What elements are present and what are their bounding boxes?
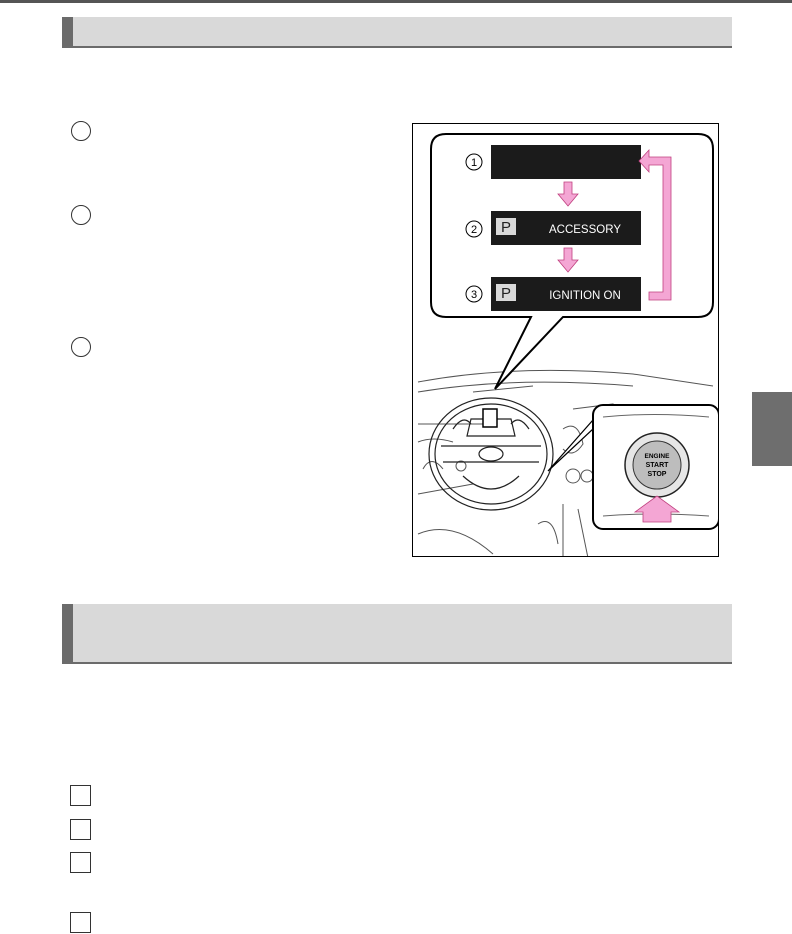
shift-p-box [496,284,516,301]
step-circle-1 [71,121,91,141]
shift-p-box [496,218,516,235]
callout-number-1-text: 1 [471,157,477,169]
steering-wheel [428,397,554,511]
down-arrow-icon [557,247,579,273]
callout-number-3 [465,285,483,303]
power-switch-figure: 1 2 P ACCESSORY 3 P IGNITION ON ENGINE [412,123,719,557]
button-text-stop: STOP [648,471,667,478]
callout-number-2 [465,220,483,238]
check-box-1 [70,785,91,806]
ignition-on-label: IGNITION ON [549,290,621,302]
callout-number-1 [465,153,483,171]
accessory-label: ACCESSORY [549,224,621,236]
check-box-2 [70,819,91,840]
meter-display-spot [482,408,498,428]
figure-illustration: 1 2 P ACCESSORY 3 P IGNITION ON ENGINE [417,133,718,556]
button-text-start: START [646,462,670,469]
shift-p-label: P [501,285,511,302]
section-header-bar-2 [62,604,732,664]
chapter-tab [752,392,792,466]
dashboard-drawing [417,369,714,556]
button-text-engine: ENGINE [645,453,671,460]
check-box-4 [70,912,91,933]
step-circle-3 [71,337,91,357]
callout-number-2-text: 2 [471,224,477,236]
press-arrow-icon [633,495,681,523]
check-box-3 [70,852,91,873]
down-arrow-icon [557,181,579,207]
loop-arrow-icon [638,148,672,301]
display-off [491,145,641,179]
button-face [632,440,682,490]
section-header-bar [62,17,732,48]
callout-number-3-text: 3 [471,289,477,301]
step-circle-2 [71,205,91,225]
top-rule [0,0,792,3]
shift-p-label: P [501,219,511,236]
